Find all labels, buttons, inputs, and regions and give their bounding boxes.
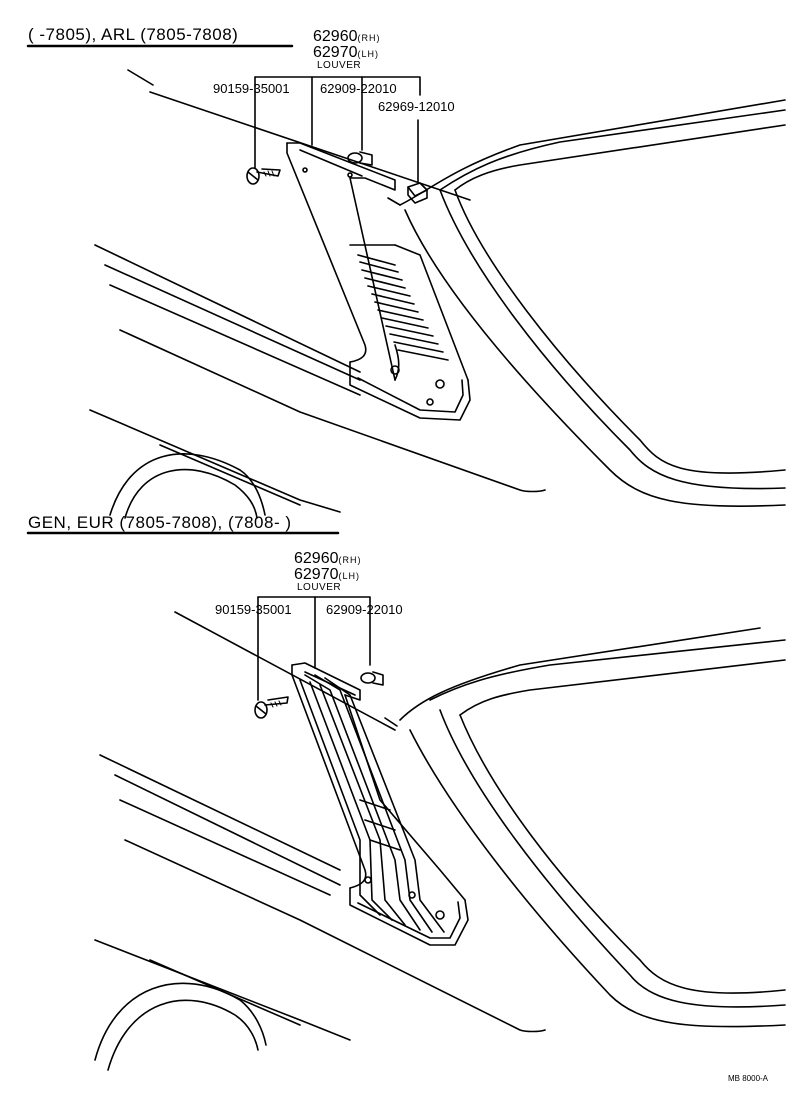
- top-clip2-part-number: 62969-12010: [378, 99, 455, 114]
- bottom-part-lh: 62970(LH): [294, 567, 360, 583]
- top-clip2-icon: [407, 182, 428, 204]
- bottom-section-header: GEN, EUR (7805-7808), (7808- ): [28, 513, 292, 532]
- bottom-louver-caption: LOUVER: [297, 582, 342, 593]
- top-section-header: ( -7805), ARL (7805-7808): [28, 25, 239, 44]
- top-part-rh-number: 62960: [313, 28, 358, 45]
- top-part-lh-suffix: (LH): [357, 49, 379, 59]
- top-clip-icon: [347, 151, 373, 166]
- top-part-rh: 62960(RH): [313, 29, 381, 45]
- top-part-lh-number: 62970: [313, 44, 358, 61]
- top-diagram: [26, 44, 786, 519]
- diagram-code: MB 8000-A: [728, 1074, 769, 1083]
- bottom-part-rh-suffix: (RH): [338, 555, 362, 565]
- top-louver-caption: LOUVER: [317, 60, 362, 71]
- top-screw-icon: [246, 167, 281, 185]
- top-screw-part-number: 90159-35001: [213, 81, 290, 96]
- bottom-part-lh-number: 62970: [294, 566, 339, 583]
- top-part-rh-suffix: (RH): [357, 33, 381, 43]
- bottom-part-rh: 62960(RH): [294, 551, 362, 567]
- top-clip-part-number: 62909-22010: [320, 81, 397, 96]
- bottom-clip-icon: [360, 671, 384, 686]
- bottom-screw-icon: [254, 696, 289, 719]
- bottom-part-lh-suffix: (LH): [338, 571, 360, 581]
- bottom-screw-part-number: 90159-35001: [215, 602, 292, 617]
- top-part-lh: 62970(LH): [313, 45, 379, 61]
- bottom-diagram: [26, 531, 786, 1071]
- bottom-part-rh-number: 62960: [294, 550, 339, 567]
- bottom-clip-part-number: 62909-22010: [326, 602, 403, 617]
